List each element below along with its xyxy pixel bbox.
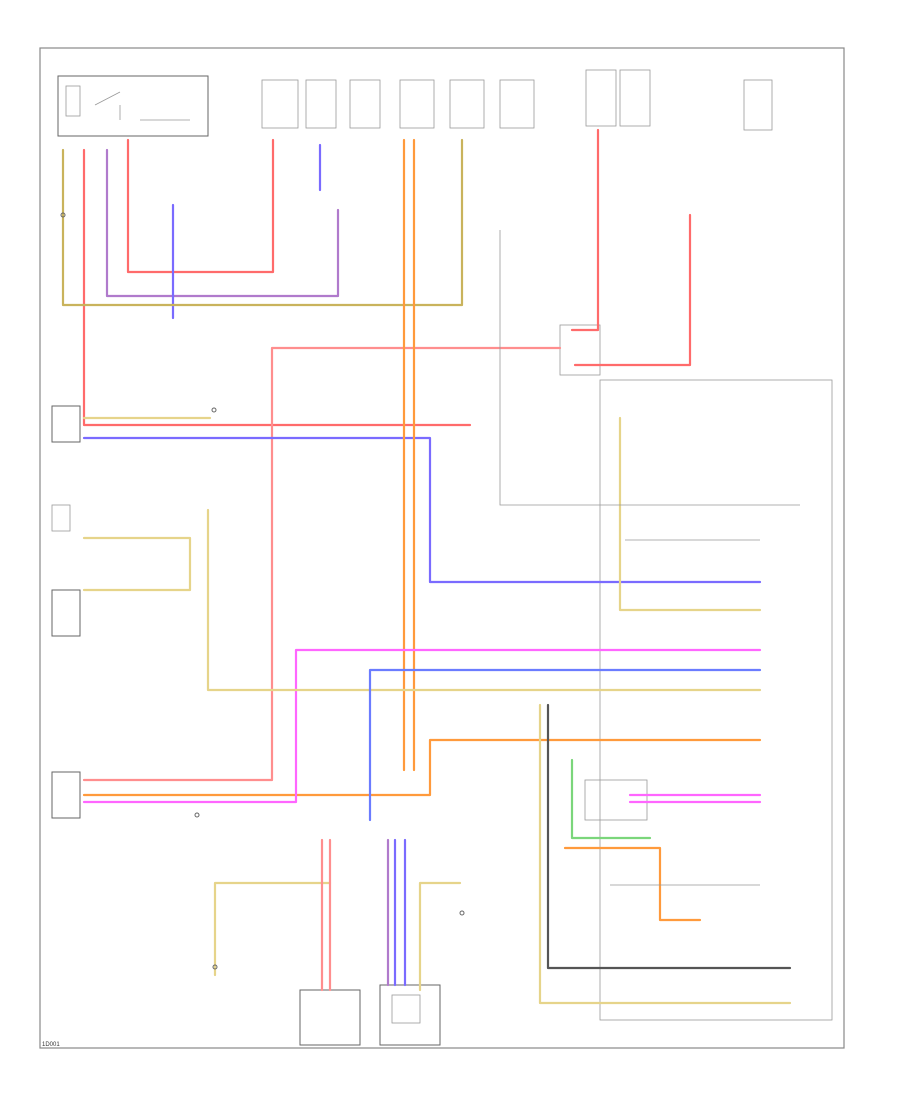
wire-bottom-violet [393, 838, 407, 987]
footer-code: 1D001 [42, 1042, 60, 1048]
wire-tan-4 [618, 416, 762, 612]
left-module-bottom [51, 771, 81, 819]
fuse-block-top [261, 69, 773, 131]
wire-red-4 [573, 213, 692, 367]
wire-purple-1 [105, 148, 340, 298]
wire-red-1 [126, 138, 275, 274]
left-switch [51, 504, 71, 532]
bottom-module-2-inner [391, 994, 421, 1024]
ground-symbols [60, 212, 465, 970]
wire-tan-7 [538, 703, 792, 1005]
wire-bottom-pink [320, 838, 332, 992]
wire-tan-5 [213, 881, 332, 977]
wire-olive-1 [61, 138, 464, 307]
wire-orange-3 [82, 738, 762, 797]
wire-violet-2 [82, 436, 762, 584]
wire-tan-6 [418, 881, 462, 992]
wire-red-2 [82, 148, 472, 427]
left-sensor-1 [51, 405, 81, 443]
wire-dark-1 [546, 703, 792, 970]
wire-pink-main [82, 346, 562, 782]
diagram-frame [39, 47, 845, 1049]
right-relay-1 [559, 324, 601, 376]
wire-blue-1 [368, 668, 762, 822]
left-sensor-2 [51, 589, 81, 637]
wire-tan-3 [206, 508, 762, 692]
right-control-module [599, 379, 833, 1021]
wire-gray-1 [499, 230, 800, 506]
bottom-module-1 [299, 989, 361, 1046]
wire-orange-right [563, 846, 702, 922]
wire-magenta-1 [82, 648, 762, 804]
wire-red-3 [570, 128, 600, 332]
top-control-module [57, 75, 209, 137]
wire-magenta-right [628, 793, 762, 804]
wire-green-1 [570, 758, 652, 840]
wire-tan-2 [82, 536, 192, 592]
right-connector-block [584, 779, 648, 821]
bottom-module-2 [379, 984, 441, 1046]
